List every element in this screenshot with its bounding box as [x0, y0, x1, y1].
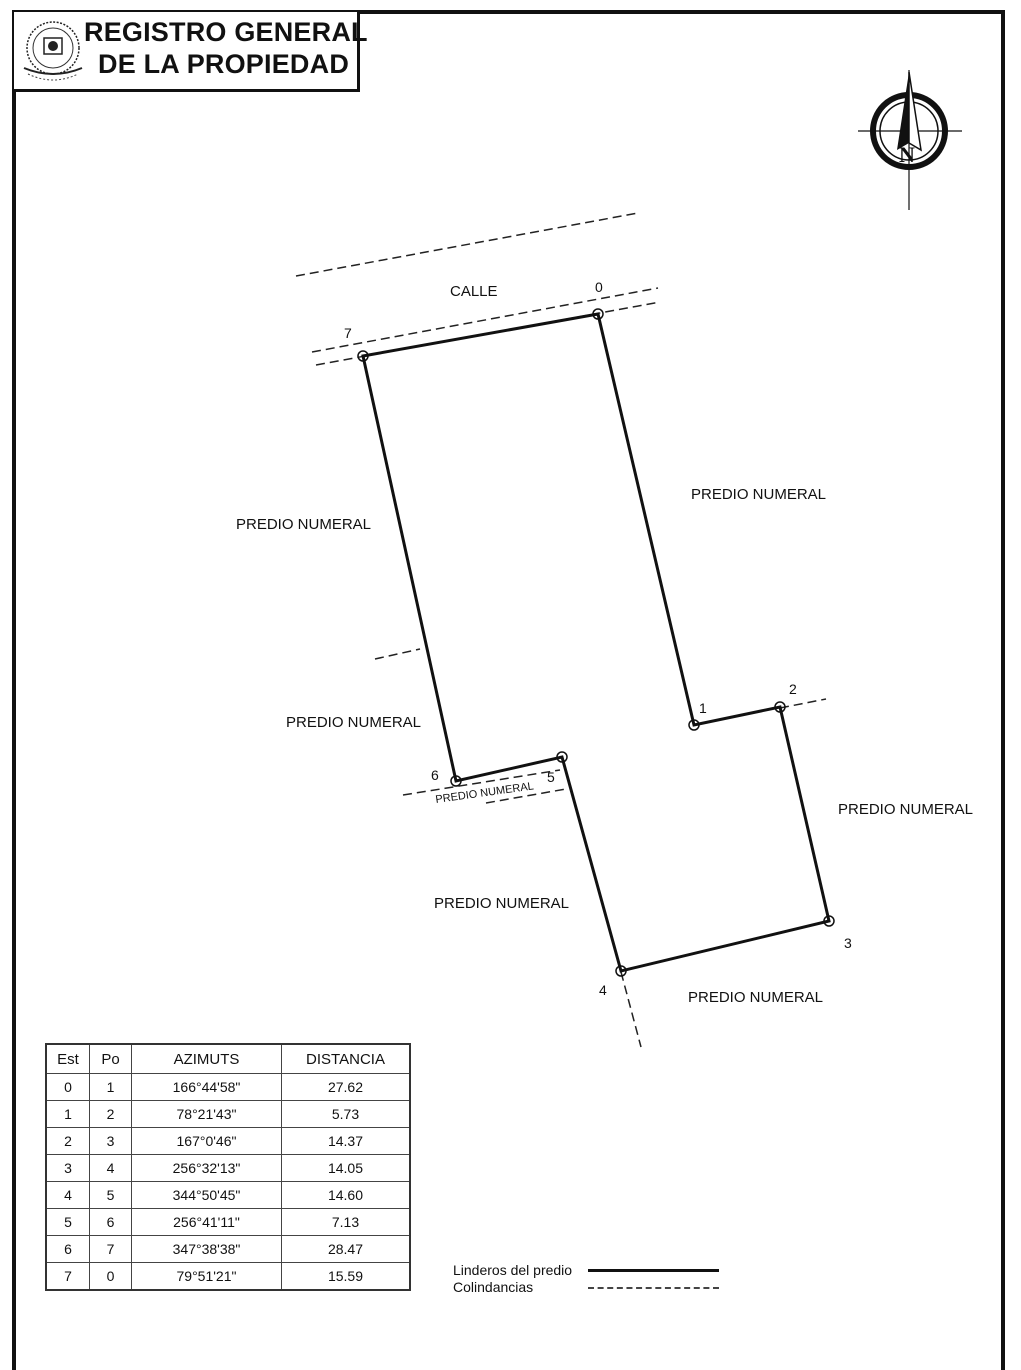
- title-line-2: DE LA PROPIEDAD: [98, 49, 350, 79]
- cell-azimut: 166°44'58": [131, 1073, 282, 1101]
- cell-po: 6: [89, 1208, 132, 1236]
- street-label: CALLE: [450, 283, 498, 300]
- vertex-label-6: 6: [431, 767, 439, 783]
- cell-po: 4: [89, 1154, 132, 1182]
- table-row: 7 0 79°51'21" 15.59: [45, 1262, 411, 1291]
- legend: Linderos del predio Colindancias: [453, 1262, 719, 1296]
- cell-distancia: 14.60: [281, 1181, 411, 1209]
- col-header-distancia: DISTANCIA: [281, 1043, 411, 1074]
- cell-est: 4: [45, 1181, 90, 1209]
- legend-label-adjoining: Colindancias: [453, 1279, 534, 1295]
- neighbor-label-right-top: PREDIO NUMERAL: [691, 486, 826, 503]
- vertex-label-4: 4: [599, 982, 607, 998]
- header-box: [14, 12, 360, 92]
- cell-po: 7: [89, 1235, 132, 1263]
- cell-distancia: 27.62: [281, 1073, 411, 1101]
- cell-distancia: 15.59: [281, 1262, 411, 1291]
- cell-azimut: 167°0'46": [131, 1127, 282, 1155]
- cell-po: 3: [89, 1127, 132, 1155]
- col-header-po: Po: [89, 1043, 132, 1074]
- title-line-1: REGISTRO GENERAL: [84, 17, 368, 47]
- page-frame: [12, 10, 1005, 1370]
- table-row: 2 3 167°0'46" 14.37: [45, 1127, 411, 1155]
- cell-azimut: 344°50'45": [131, 1181, 282, 1209]
- table-row: 0 1 166°44'58" 27.62: [45, 1073, 411, 1101]
- cell-po: 5: [89, 1181, 132, 1209]
- vertex-label-5: 5: [547, 769, 555, 785]
- cell-est: 3: [45, 1154, 90, 1182]
- cell-distancia: 5.73: [281, 1100, 411, 1128]
- cell-azimut: 79°51'21": [131, 1262, 282, 1291]
- cell-distancia: 7.13: [281, 1208, 411, 1236]
- cell-est: 2: [45, 1127, 90, 1155]
- table-row: 4 5 344°50'45" 14.60: [45, 1181, 411, 1209]
- cell-distancia: 14.37: [281, 1127, 411, 1155]
- cell-est: 1: [45, 1100, 90, 1128]
- north-arrow-icon: N: [858, 70, 962, 210]
- vertex-label-1: 1: [699, 700, 707, 716]
- cell-est: 0: [45, 1073, 90, 1101]
- vertex-label-2: 2: [789, 681, 797, 697]
- cell-azimut: 78°21'43": [131, 1100, 282, 1128]
- azimuth-table: Est Po AZIMUTS DISTANCIA 0 1 166°44'58" …: [45, 1043, 411, 1291]
- adjoining-lines: [295, 212, 827, 1048]
- cell-po: 1: [89, 1073, 132, 1101]
- legend-label-boundary: Linderos del predio: [453, 1262, 573, 1278]
- table-header-row: Est Po AZIMUTS DISTANCIA: [45, 1043, 411, 1074]
- neighbor-label-left-mid: PREDIO NUMERAL: [286, 714, 421, 731]
- cell-est: 6: [45, 1235, 90, 1263]
- neighbor-label-left-top: PREDIO NUMERAL: [236, 516, 371, 533]
- legend-item-adjoining: Colindancias: [453, 1279, 719, 1296]
- page-title: REGISTRO GENERAL DE LA PROPIEDAD: [84, 16, 368, 80]
- neighbor-label-right-mid: PREDIO NUMERAL: [838, 801, 973, 818]
- neighbor-label-bottom-center: PREDIO NUMERAL: [434, 895, 569, 912]
- cell-azimut: 256°32'13": [131, 1154, 282, 1182]
- legend-solid-line: [588, 1269, 719, 1272]
- seal-icon: [23, 21, 83, 81]
- property-boundary: [361, 312, 831, 973]
- cell-distancia: 28.47: [281, 1235, 411, 1263]
- cell-est: 5: [45, 1208, 90, 1236]
- col-header-azimuts: AZIMUTS: [131, 1043, 282, 1074]
- vertex-label-3: 3: [844, 935, 852, 951]
- legend-dashed-line: [588, 1287, 719, 1289]
- vertex-label-7: 7: [344, 325, 352, 341]
- table-row: 3 4 256°32'13" 14.05: [45, 1154, 411, 1182]
- table-row: 6 7 347°38'38" 28.47: [45, 1235, 411, 1263]
- vertex-markers: [357, 308, 835, 977]
- col-header-est: Est: [45, 1043, 90, 1074]
- cell-distancia: 14.05: [281, 1154, 411, 1182]
- cell-azimut: 256°41'11": [131, 1208, 282, 1236]
- cell-azimut: 347°38'38": [131, 1235, 282, 1263]
- table-row: 1 2 78°21'43" 5.73: [45, 1100, 411, 1128]
- legend-item-boundary: Linderos del predio: [453, 1262, 719, 1279]
- cell-po: 2: [89, 1100, 132, 1128]
- cell-po: 0: [89, 1262, 132, 1291]
- vertex-label-0: 0: [595, 279, 603, 295]
- north-letter: N: [899, 142, 915, 167]
- neighbor-label-bottom-right: PREDIO NUMERAL: [688, 989, 823, 1006]
- table-row: 5 6 256°41'11" 7.13: [45, 1208, 411, 1236]
- cell-est: 7: [45, 1262, 90, 1291]
- neighbor-label-small: PREDIO NUMERAL: [435, 780, 535, 806]
